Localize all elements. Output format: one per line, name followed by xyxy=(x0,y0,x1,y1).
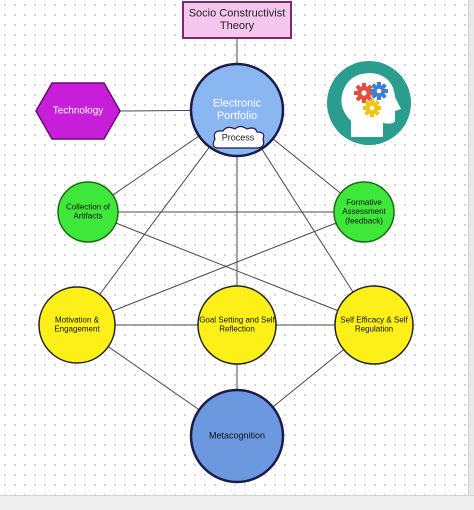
red-gear-icon-hole xyxy=(361,90,367,96)
portfolio-label: Portfolio xyxy=(217,110,257,122)
formative-label: Formative xyxy=(346,198,382,207)
process-node[interactable]: Process xyxy=(212,125,265,149)
collection-shape xyxy=(57,181,119,243)
goal-label: Goal Setting and Self xyxy=(199,316,275,325)
theory-label: Socio Constructivist xyxy=(189,8,286,20)
technology-shape xyxy=(35,82,121,140)
red-gear-icon-tooth xyxy=(362,98,366,103)
blue-gear-icon-tooth xyxy=(377,82,381,87)
theory-shape xyxy=(182,1,292,39)
blue-gear-icon-hole xyxy=(376,88,382,94)
goal-label: Reflection xyxy=(219,325,255,334)
goal-shape xyxy=(197,285,277,365)
connector-formative-motivation xyxy=(76,211,365,326)
brain-gears-icon xyxy=(327,61,411,145)
motivation-label: Engagement xyxy=(54,325,100,334)
yellow-gear-icon-tooth xyxy=(370,112,374,117)
efficacy-label: Self Efficacy & Self xyxy=(340,316,408,325)
motivation-node[interactable]: Motivation &Engagement xyxy=(38,286,116,364)
motivation-label: Motivation & xyxy=(55,316,100,325)
connector-collection-efficacy xyxy=(87,211,375,326)
formative-label: (feedback) xyxy=(345,216,383,225)
metacognition-label: Metacognition xyxy=(209,430,265,440)
process-shape xyxy=(212,125,265,149)
formative-shape xyxy=(333,181,395,243)
red-gear-icon-tooth xyxy=(362,83,366,88)
window-scrollbar[interactable] xyxy=(468,0,474,495)
portfolio-label: Electronic xyxy=(213,98,262,110)
metacognition-node[interactable]: Metacognition xyxy=(189,388,285,484)
technology-label: Technology xyxy=(53,106,104,117)
window-bottom-bar xyxy=(0,495,474,510)
collection-label: Artifacts xyxy=(74,212,103,221)
efficacy-label: Regulation xyxy=(355,325,393,334)
process-label: Process xyxy=(222,132,255,142)
efficacy-shape xyxy=(334,285,414,365)
blue-gear-icon xyxy=(370,82,388,100)
yellow-gear-icon-tooth xyxy=(370,99,374,104)
red-gear-icon xyxy=(354,83,374,103)
yellow-gear-icon-hole xyxy=(369,105,375,111)
yellow-gear-icon xyxy=(363,99,381,117)
motivation-shape xyxy=(38,286,116,364)
metacognition-shape xyxy=(189,388,285,484)
technology-node[interactable]: Technology xyxy=(35,82,121,140)
collection-label: Collection of xyxy=(66,203,111,212)
formative-label: Assessment xyxy=(342,207,386,216)
theory-label: Theory xyxy=(220,20,255,32)
blue-gear-icon-tooth xyxy=(377,95,381,100)
